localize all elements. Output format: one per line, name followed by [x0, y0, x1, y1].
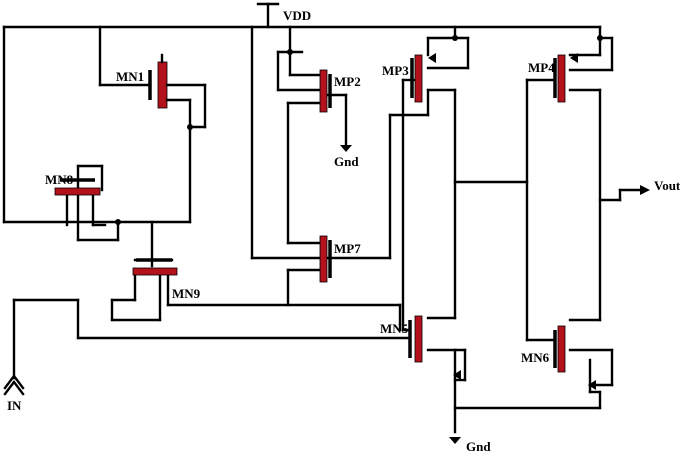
vout-arrow — [640, 185, 650, 195]
mp3-label: MP3 — [382, 63, 409, 78]
vdd-label: VDD — [283, 8, 311, 23]
mp3-mn5-wires — [76, 25, 602, 434]
mp4-mn6-wires — [525, 25, 642, 410]
mn8-label: MN8 — [45, 172, 74, 187]
transistor-mn9 — [132, 258, 178, 276]
in-label: IN — [7, 398, 22, 413]
transistor-mp2 — [287, 49, 332, 113]
mp7-label: MP7 — [334, 241, 361, 256]
ground-label-bottom: Gnd — [466, 439, 491, 454]
transistor-mn6 — [553, 325, 596, 390]
mp2-mp7-wires — [250, 25, 392, 307]
mn6-label: MN6 — [521, 350, 550, 365]
mp4-label: MP4 — [528, 60, 555, 75]
transistor-mn8 — [54, 178, 121, 225]
ground-symbol-top — [340, 145, 352, 152]
transistor-mp7 — [319, 235, 332, 283]
transistor-mp3 — [410, 35, 458, 103]
transistor-mp4 — [553, 35, 603, 103]
bias-network-wires — [2, 25, 402, 340]
vout-label: Vout — [654, 178, 681, 193]
input-terminal — [3, 298, 25, 396]
mn9-label: MN9 — [172, 286, 201, 301]
transistor-mn1 — [148, 53, 207, 130]
mn1-label: MN1 — [116, 69, 144, 84]
transistor-mn5 — [408, 315, 461, 380]
vdd-rail — [2, 2, 602, 29]
ground-label-top: Gnd — [334, 154, 359, 169]
mn5-label: MN5 — [380, 321, 409, 336]
ground-symbol-bottom — [449, 437, 461, 444]
mp2-label: MP2 — [334, 74, 361, 89]
